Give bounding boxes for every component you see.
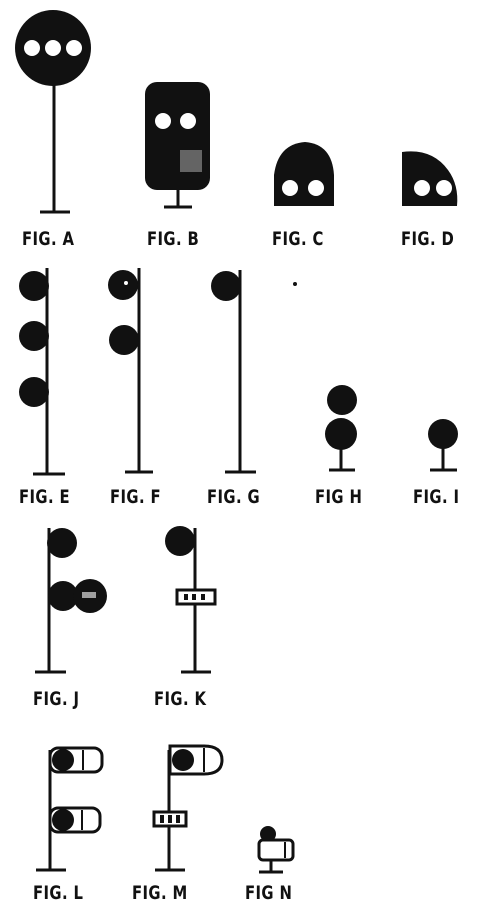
- fig-a-signal: [15, 10, 91, 214]
- fig-f-label: FIG. F: [110, 486, 162, 508]
- fig-i-signal: [428, 419, 458, 472]
- fig-h-label: FIG H: [315, 486, 363, 508]
- fig-j-signal: [35, 528, 107, 674]
- fig-c-label: FIG. C: [272, 228, 324, 250]
- fig-n-signal: [257, 826, 295, 874]
- fig-h-signal: [325, 385, 357, 472]
- fig-b-signal: [145, 82, 210, 209]
- fig-j-label: FIG. J: [33, 688, 80, 710]
- fig-d-label: FIG. D: [401, 228, 455, 250]
- fig-a-label: FIG. A: [22, 228, 75, 250]
- fig-e-signal: [19, 268, 65, 476]
- fig-l-label: FIG. L: [33, 882, 84, 904]
- fig-e-label: FIG. E: [19, 486, 71, 508]
- fig-g-signal: [211, 270, 256, 474]
- fig-m-label: FIG. M: [132, 882, 188, 904]
- fig-m-signal: [152, 744, 224, 872]
- fig-b-label: FIG. B: [147, 228, 200, 250]
- fig-i-label: FIG. I: [413, 486, 460, 508]
- fig-f-signal: [108, 268, 153, 474]
- fig-k-label: FIG. K: [154, 688, 207, 710]
- fig-l-signal: [36, 746, 104, 872]
- fig-g-label: FIG. G: [207, 486, 261, 508]
- fig-d-signal: [402, 151, 458, 206]
- stray-mark: [293, 282, 297, 286]
- fig-n-label: FIG N: [245, 882, 293, 904]
- fig-k-signal: [165, 526, 217, 674]
- fig-c-signal: [274, 142, 334, 206]
